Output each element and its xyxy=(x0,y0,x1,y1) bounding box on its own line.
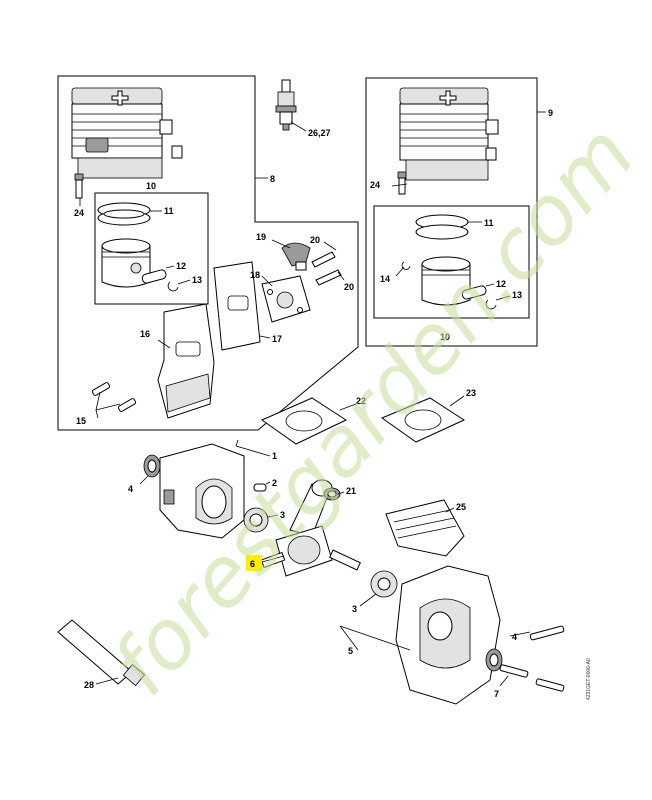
piston-pin-left xyxy=(141,269,179,292)
callout-16: 16 xyxy=(140,329,150,339)
group-box-10b xyxy=(373,205,530,319)
intake-flange xyxy=(261,275,311,323)
callout-23: 23 xyxy=(466,388,476,398)
callout-4-right: 4 xyxy=(512,632,517,642)
callout-11-left: 11 xyxy=(164,206,174,216)
bearing-3-upper xyxy=(243,507,269,533)
callout-24-right: 24 xyxy=(370,180,380,190)
callout-5: 5 xyxy=(348,646,353,656)
piston-left xyxy=(101,238,151,288)
callout-8: 8 xyxy=(270,174,275,184)
callout-20-upper: 20 xyxy=(310,235,320,245)
callout-21: 21 xyxy=(346,486,356,496)
callout-6: 6 xyxy=(250,559,255,569)
callout-11-right: 11 xyxy=(484,218,494,228)
callout-1: 1 xyxy=(272,451,277,461)
seal-4-right xyxy=(485,648,503,672)
callout-3-lower: 3 xyxy=(352,604,357,614)
callout-19: 19 xyxy=(256,232,266,242)
callout-10-right: 10 xyxy=(440,332,450,342)
group-box-9 xyxy=(365,77,538,347)
bolt-24-left xyxy=(74,173,84,199)
spark-plug xyxy=(275,79,297,131)
callout-13-left: 13 xyxy=(192,275,202,285)
drawing-code: 4231GET-0006-A0 xyxy=(586,658,592,700)
callout-2: 2 xyxy=(272,478,277,488)
callout-25: 25 xyxy=(456,502,466,512)
callout-24-left: 24 xyxy=(74,208,84,218)
needle-bearing-21 xyxy=(323,487,341,501)
callout-9: 9 xyxy=(548,108,553,118)
callout-20-lower: 20 xyxy=(344,282,354,292)
bearing-3-lower xyxy=(370,570,398,598)
callout-13-right: 13 xyxy=(512,290,522,300)
cylinder-left xyxy=(71,87,183,179)
crankcase-half-left xyxy=(159,443,245,539)
gasket-17 xyxy=(213,261,261,351)
piston-pin-right xyxy=(461,285,497,310)
deflector-25 xyxy=(385,499,465,557)
piston-right xyxy=(401,256,471,306)
screws-right xyxy=(499,625,565,692)
callout-22: 22 xyxy=(356,396,366,406)
callout-17: 17 xyxy=(272,334,282,344)
group-box-10a xyxy=(94,192,209,305)
highlight-box xyxy=(246,555,262,571)
callout-26-27: 26,27 xyxy=(308,128,331,138)
callout-12-left: 12 xyxy=(176,261,186,271)
bearing-pin-2 xyxy=(253,483,267,492)
bolt-24-right xyxy=(397,171,407,195)
callout-15: 15 xyxy=(76,416,86,426)
gasket-23 xyxy=(380,397,466,443)
seal-4-left xyxy=(143,454,161,478)
callout-10-left: 10 xyxy=(146,181,156,191)
callout-4-left: 4 xyxy=(128,484,133,494)
callout-18: 18 xyxy=(250,270,260,280)
piston-rings-right xyxy=(415,214,469,240)
crankcase-half-right xyxy=(395,565,501,705)
callout-labels: 26,27 8 9 10 11 12 13 24 24 11 14 12 13 … xyxy=(74,108,553,699)
callout-28: 28 xyxy=(84,680,94,690)
piston-rings-left xyxy=(97,202,151,226)
grease-tube xyxy=(57,619,146,687)
callout-14: 14 xyxy=(380,274,390,284)
callout-3-upper: 3 xyxy=(280,510,285,520)
callout-12-right: 12 xyxy=(496,279,506,289)
heat-shield xyxy=(157,303,215,419)
leader-lines xyxy=(79,111,546,687)
callout-7: 7 xyxy=(494,689,499,699)
gasket-22 xyxy=(260,397,348,445)
group-box-8 xyxy=(57,75,359,431)
cylinder-right xyxy=(399,87,499,181)
screws-15 xyxy=(91,382,137,412)
ignition-module xyxy=(281,242,342,286)
crankshaft xyxy=(260,479,361,577)
